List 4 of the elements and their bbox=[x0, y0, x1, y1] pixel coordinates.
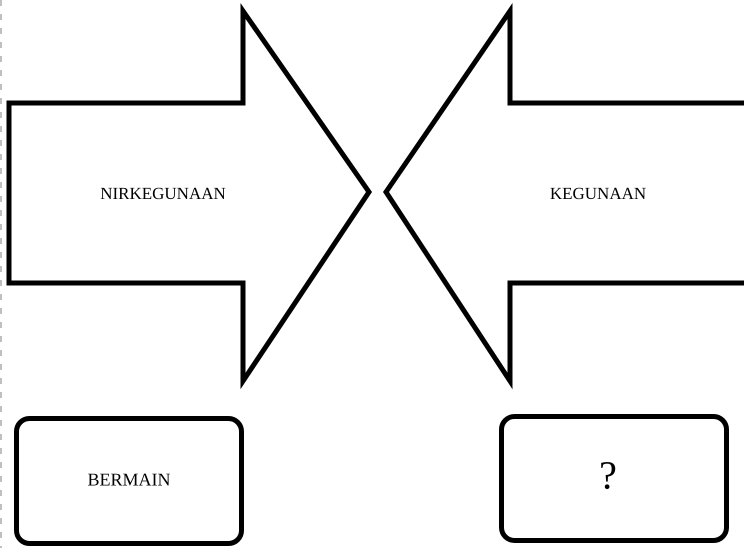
node-label: NIRKEGUNAAN bbox=[100, 184, 226, 204]
node-label: ? bbox=[599, 452, 617, 498]
node-label: BERMAIN bbox=[88, 470, 170, 490]
node-label: KEGUNAAN bbox=[550, 184, 646, 204]
